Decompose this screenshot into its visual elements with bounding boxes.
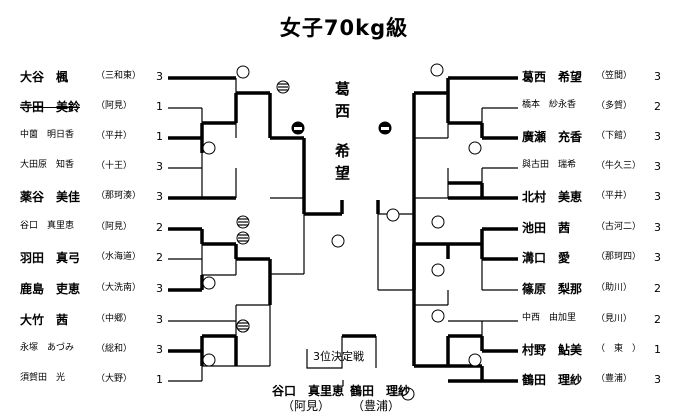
right-player-score: 3 xyxy=(654,130,661,143)
right-player-name: 北村 美恵 xyxy=(522,190,583,204)
right-player-name: 與古田 瑞希 xyxy=(522,160,577,170)
right-player-club: （見川） xyxy=(596,314,633,324)
left-player-score: 3 xyxy=(156,160,163,173)
left-player-club: （総和） xyxy=(96,344,133,354)
bronze-player-2-club: （豊浦） xyxy=(352,399,401,413)
left-player-name: 永塚 あづみ xyxy=(20,343,75,353)
bout-circle-icon xyxy=(386,208,400,222)
right-player-club: （古河二） xyxy=(596,222,642,232)
right-player-score: 3 xyxy=(654,221,661,234)
left-player-name: 大田原 知香 xyxy=(20,160,75,170)
right-player-name: 篠原 梨那 xyxy=(522,282,583,296)
left-player-club: （水海道） xyxy=(96,252,142,262)
left-player-name: 寺田 美鈴 xyxy=(20,100,81,114)
left-player-name: 須賀田 光 xyxy=(20,373,66,383)
right-player-club: （下館） xyxy=(596,131,633,141)
left-player-club: （平井） xyxy=(96,131,133,141)
left-player-name: 大竹 茜 xyxy=(20,313,69,327)
right-player-score: 3 xyxy=(654,373,661,386)
left-player-club: （大洗南） xyxy=(96,283,142,293)
left-player-score: 2 xyxy=(156,221,163,234)
bout-circle-icon xyxy=(431,263,445,277)
left-player-club: （那珂湊） xyxy=(96,191,142,201)
bout-circle-icon xyxy=(202,276,216,290)
left-player-score: 3 xyxy=(156,282,163,295)
left-player-club: （十王） xyxy=(96,161,133,171)
right-player-score: 2 xyxy=(654,313,661,326)
right-player-score: 3 xyxy=(654,190,661,203)
right-player-name: 中西 由加里 xyxy=(522,313,577,323)
right-player-club: （豊浦） xyxy=(596,374,633,384)
bronze-player-1-club: （阿見） xyxy=(282,399,331,413)
left-player-name: 羽田 真弓 xyxy=(20,251,81,265)
bout-circle-icon xyxy=(401,387,415,401)
left-player-club: （中郷） xyxy=(96,314,133,324)
left-player-club: （阿見） xyxy=(96,101,133,111)
bout-circle-icon xyxy=(431,309,445,323)
bout-circle-icon xyxy=(468,141,482,155)
left-player-score: 3 xyxy=(156,313,163,326)
right-player-name: 廣瀬 充香 xyxy=(522,130,583,144)
bronze-match-label: 3位決定戦 xyxy=(313,350,364,363)
bronze-player-1-name: 谷口 真里恵 xyxy=(272,384,345,398)
bout-circle-icon xyxy=(468,353,482,367)
bracket-title: 女子70kg級 xyxy=(279,16,409,40)
bout-circle-icon xyxy=(331,234,345,248)
left-player-name: 中薗 明日香 xyxy=(20,130,75,140)
right-player-club: （多賀） xyxy=(596,101,633,111)
left-player-score: 2 xyxy=(156,251,163,264)
right-player-score: 3 xyxy=(654,251,661,264)
right-player-club: （笠間） xyxy=(596,71,633,81)
left-player-name: 大谷 楓 xyxy=(20,70,69,84)
left-player-score: 1 xyxy=(156,373,163,386)
right-player-name: 池田 茜 xyxy=(522,221,571,235)
left-player-name: 薬谷 美佳 xyxy=(20,190,81,204)
right-player-name: 村野 鮎美 xyxy=(522,343,583,357)
bout-circle-icon xyxy=(202,353,216,367)
right-player-name: 葛西 希望 xyxy=(522,70,583,84)
left-player-club: （大野） xyxy=(96,374,133,384)
bout-circle-icon xyxy=(236,65,250,79)
left-player-name: 谷口 真里恵 xyxy=(20,221,75,231)
bracket-line xyxy=(306,336,343,369)
left-player-name: 鹿島 吏恵 xyxy=(20,282,81,296)
right-player-club: （牛久三） xyxy=(596,161,642,171)
win-mark-band xyxy=(381,127,389,130)
win-mark-band xyxy=(294,127,302,130)
left-player-club: （阿見） xyxy=(96,222,133,232)
right-player-club: （那珂四） xyxy=(596,252,642,262)
bout-circle-icon xyxy=(431,215,445,229)
left-player-club: （三和東） xyxy=(96,71,142,81)
right-player-score: 3 xyxy=(654,160,661,173)
left-player-score: 3 xyxy=(156,70,163,83)
champion-char-4: 望 xyxy=(335,164,351,182)
bout-circle-icon xyxy=(430,63,444,77)
right-player-score: 2 xyxy=(654,282,661,295)
champion-char-3: 希 xyxy=(335,142,351,160)
bronze-player-2-name: 鶴田 理紗 xyxy=(350,384,411,398)
left-player-score: 1 xyxy=(156,130,163,143)
right-player-score: 2 xyxy=(654,100,661,113)
right-player-name: 橋本 紗永香 xyxy=(522,100,577,110)
right-player-score: 1 xyxy=(654,343,661,356)
right-player-club: （助川） xyxy=(596,283,633,293)
right-player-club: （平井） xyxy=(596,191,633,201)
right-player-name: 鶴田 理紗 xyxy=(522,373,583,387)
champion-char-2: 西 xyxy=(335,102,351,120)
champion-char-1: 葛 xyxy=(335,80,351,98)
right-player-name: 溝口 愛 xyxy=(522,251,571,265)
right-player-club: （ 東 ） xyxy=(596,344,642,354)
left-player-score: 1 xyxy=(156,100,163,113)
bout-circle-icon xyxy=(202,141,216,155)
left-player-score: 3 xyxy=(156,343,163,356)
right-player-score: 3 xyxy=(654,70,661,83)
left-player-score: 3 xyxy=(156,190,163,203)
